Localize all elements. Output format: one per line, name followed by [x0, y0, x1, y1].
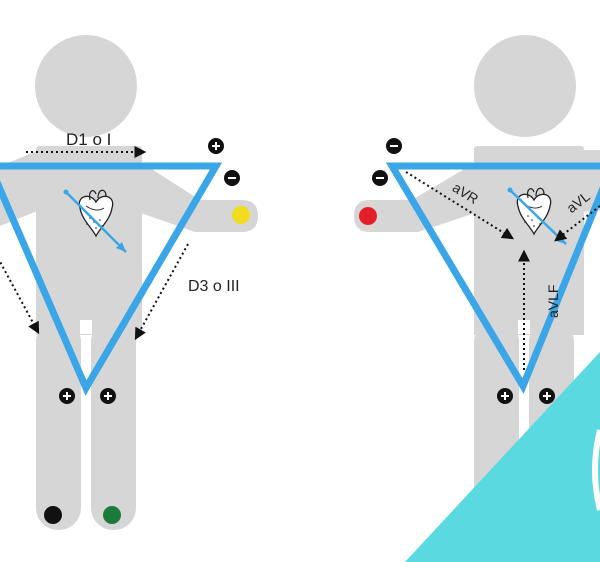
plus-circle-icon [497, 388, 513, 404]
goldberger-triangle [385, 162, 600, 394]
left-leg-right [91, 320, 136, 530]
left-figure: D1 o I D3 o III [0, 35, 258, 530]
electrode-black [44, 506, 62, 524]
electrode-yellow [232, 206, 250, 224]
minus-circle-icon [372, 170, 388, 186]
left-arm-left [0, 150, 40, 226]
plus-circle-icon [208, 138, 224, 154]
plus-circle-icon [539, 388, 555, 404]
lead-3-label: D3 o III [188, 278, 240, 295]
avl-arrow [554, 205, 600, 242]
lead-2-arrow [0, 259, 40, 335]
left-torso [36, 146, 142, 335]
left-leg-left [36, 320, 81, 530]
minus-circle-icon [386, 138, 402, 154]
teal-corner-decoration [405, 352, 600, 562]
plus-circle-icon [59, 388, 75, 404]
lead-1-label: D1 o I [66, 130, 111, 149]
left-head [35, 35, 137, 137]
right-head [474, 35, 576, 137]
cardiac-axis-arrow [65, 191, 127, 253]
plus-circle-icon [100, 388, 116, 404]
electrode-green [103, 506, 121, 524]
minus-circle-icon [224, 170, 240, 186]
right-torso [474, 146, 584, 335]
electrode-red [359, 207, 377, 225]
einthoven-triangle [0, 162, 223, 396]
avr-arrow [405, 171, 515, 240]
avf-label: aVLF [545, 285, 561, 318]
